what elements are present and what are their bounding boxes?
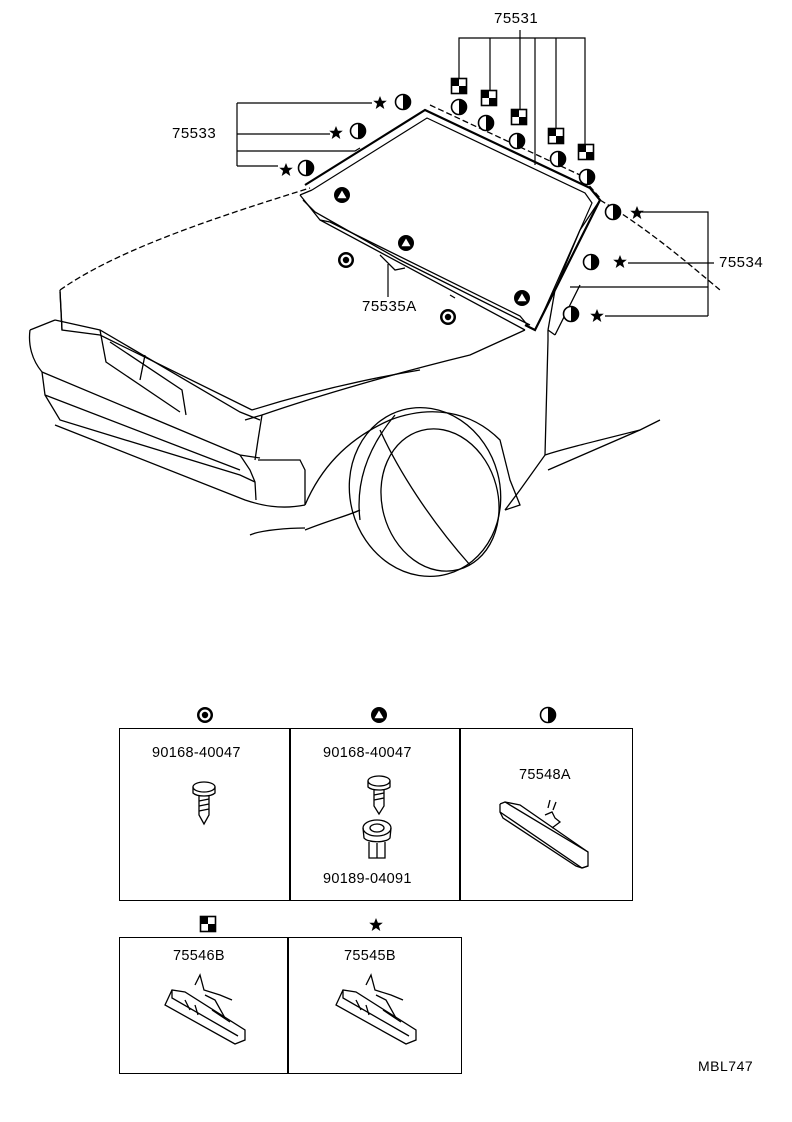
callout-75531: 75531 [494, 10, 539, 27]
callout-75535a: 75535A [362, 298, 417, 315]
clip-75546b-sketch [164, 973, 246, 1045]
part-number-75548a: 75548A [519, 767, 571, 783]
part-number-90168-40047: 90168-40047 [323, 745, 412, 761]
legend-box-star: 75545B [287, 937, 462, 1074]
part-number-90168-40047: 90168-40047 [152, 745, 241, 761]
callout-75534: 75534 [719, 254, 764, 271]
drawing-symbols [279, 77, 644, 325]
part-number-75545b: 75545B [344, 948, 396, 964]
part-sketches [164, 775, 589, 1045]
diagram-code: MBL747 [698, 1058, 754, 1074]
molding-piece-sketch [499, 799, 589, 869]
part-number-75546b: 75546B [173, 948, 225, 964]
legend-box-circled-triangle: 90168-40047 90189-04091 [289, 728, 461, 901]
car-body-outline [28, 104, 721, 578]
legend-box-half-circle: 75548A [459, 728, 633, 901]
leader-lines [236, 30, 714, 317]
legend-box-checker-square: 75546B [119, 937, 289, 1074]
clip-75545b-sketch [335, 973, 417, 1045]
callout-75533: 75533 [172, 125, 217, 142]
screw-sketch [192, 781, 216, 826]
clip-sketch [362, 819, 392, 859]
legend-box-double-circle: 90168-40047 [119, 728, 291, 901]
part-number-90189-04091: 90189-04091 [323, 871, 412, 887]
cowl-molding [299, 194, 531, 331]
screw-sketch-2 [367, 775, 391, 816]
windshield-glass [299, 108, 602, 332]
